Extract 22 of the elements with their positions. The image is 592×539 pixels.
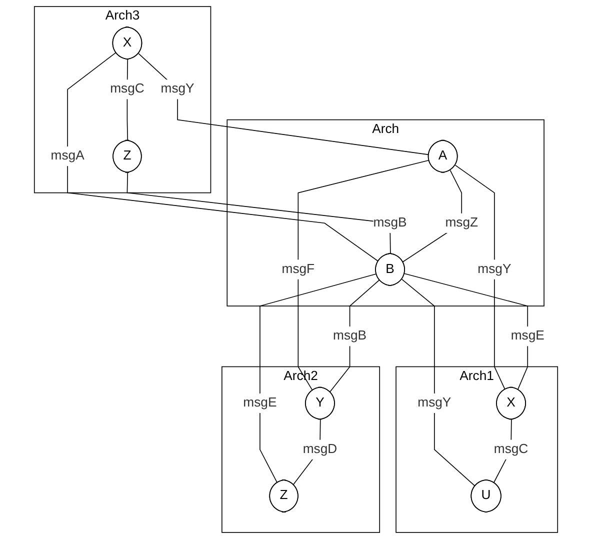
connector	[138, 53, 430, 156]
connector	[126, 172, 391, 254]
edge-label: msgC	[494, 442, 528, 456]
edge-label: msgZ	[445, 216, 478, 230]
edge-label: msgY	[160, 82, 194, 96]
edge-label: msgB	[333, 328, 367, 343]
edge-label: msgY	[478, 262, 512, 276]
connector	[260, 273, 377, 484]
connector	[329, 280, 380, 392]
edge-label: msgF	[282, 262, 315, 276]
edge-label: msgE	[243, 396, 277, 410]
connector	[404, 273, 528, 390]
edge-label: msgD	[302, 442, 338, 456]
connector	[67, 52, 379, 262]
connector	[298, 160, 430, 391]
edge-label: msgA	[50, 148, 84, 163]
connector	[401, 278, 476, 487]
edge-label: msgB	[373, 216, 407, 230]
edge-label: msgY	[418, 396, 452, 410]
edge-label: msgE	[510, 328, 544, 343]
edge-label: msgC	[110, 82, 144, 96]
connector	[454, 164, 506, 390]
